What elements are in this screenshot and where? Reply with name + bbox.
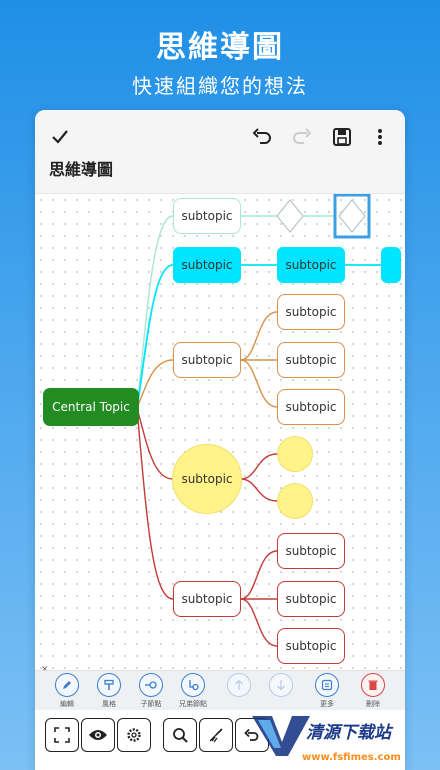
confirm-check-icon[interactable] [47,124,73,150]
subtopic-node[interactable]: subtopic [277,342,345,378]
redo-icon[interactable] [289,124,315,150]
add-child-button[interactable]: 子節點 [133,673,169,711]
subtopic-node[interactable]: subtopic [277,247,345,283]
edit-button[interactable]: 編輯 [49,673,85,711]
search-icon [173,728,188,743]
hero-title: 思維導圖 [156,30,284,65]
node-toolbar: 編輯 風格 子節點 兄弟節點 更多 刪除 [35,670,405,710]
watermark-logo: 清源下载站 www.fsfimes.com [250,708,410,768]
undo-icon [244,728,259,741]
more-vert-icon[interactable] [367,124,393,150]
subtopic-node[interactable]: subtopic [277,581,345,617]
style-button[interactable]: 風格 [91,673,127,711]
more-button[interactable]: 更多 [309,673,345,711]
more-panel-icon [321,679,333,691]
subtopic-node-partial[interactable] [381,247,401,283]
undo-icon[interactable] [249,124,275,150]
clean-button[interactable] [199,718,233,752]
document-title: 思維導圖 [49,160,114,179]
connector-lines [136,194,381,647]
paint-roller-icon [104,679,114,690]
app-bar: 思維導圖 [35,110,405,194]
settings-button[interactable] [117,718,151,752]
find-button[interactable] [163,718,197,752]
gear-icon [127,728,141,742]
subtopic-node[interactable]: subtopic [173,581,241,617]
subtopic-node[interactable]: subtopic [277,533,345,569]
subtopic-node[interactable]: subtopic [172,444,242,514]
central-topic-node[interactable]: Central Topic [43,388,139,426]
watermark-brand-text: 清源下载站 [306,723,391,743]
mindmap-canvas[interactable]: Central Topic subtopic subtopic subtopic… [35,194,405,670]
selected-node-frame[interactable] [333,194,371,239]
bottom-bar [35,710,405,770]
subtopic-node[interactable]: subtopic [277,294,345,330]
subtopic-node[interactable]: subtopic [173,342,241,378]
subtopic-node[interactable]: subtopic [277,389,345,425]
trash-icon [368,680,378,690]
arrow-up-icon [235,679,243,690]
diamond-node[interactable] [276,199,304,233]
broom-icon [209,728,223,743]
watermark-emblem-icon [252,716,310,756]
subtopic-node[interactable]: subtopic [173,247,241,283]
add-sibling-icon [189,680,199,691]
fullscreen-button[interactable] [45,718,79,752]
move-up-button[interactable] [221,673,257,711]
watermark-url-text: www.fsfimes.com [302,752,401,763]
move-down-button[interactable] [263,673,299,711]
save-icon[interactable] [329,124,355,150]
app-window: 思維導圖 [35,110,405,770]
add-child-icon [145,681,157,689]
circle-node[interactable] [277,436,313,472]
circle-node[interactable] [277,483,313,519]
subtopic-node[interactable]: subtopic [173,198,241,234]
delete-button[interactable]: 刪除 [355,673,391,711]
arrow-down-icon [277,680,285,691]
preview-button[interactable] [81,718,115,752]
fullscreen-icon [54,727,70,743]
pencil-icon [63,681,71,689]
hero-subtitle: 快速組織您的想法 [132,74,308,98]
eye-icon [89,730,107,740]
subtopic-node[interactable]: subtopic [277,628,345,664]
add-sibling-button[interactable]: 兄弟節點 [175,673,211,711]
